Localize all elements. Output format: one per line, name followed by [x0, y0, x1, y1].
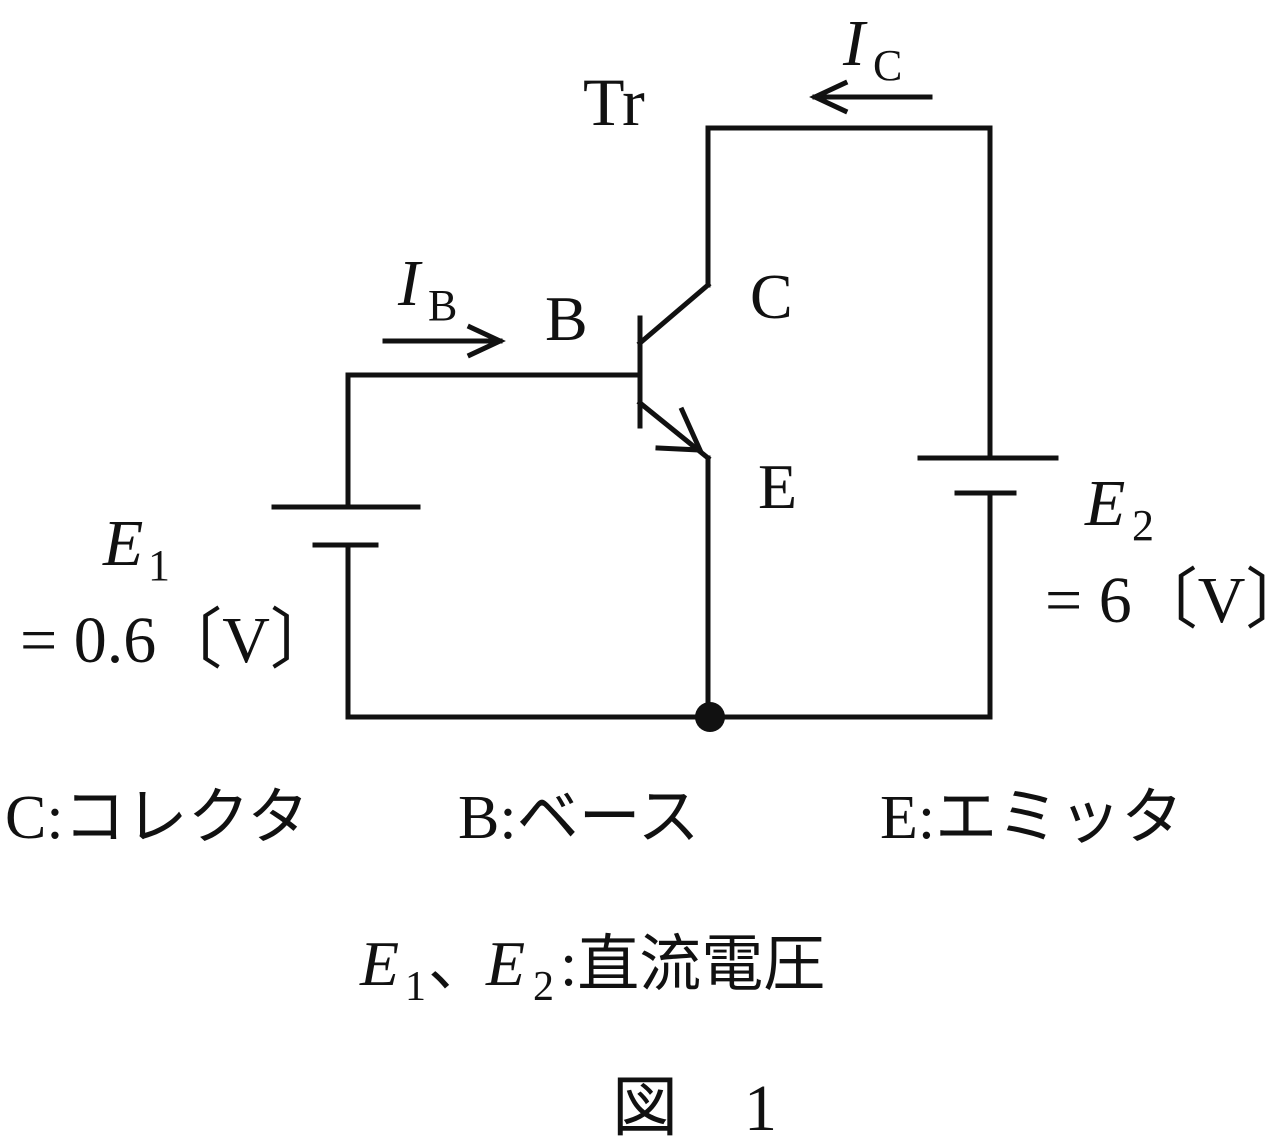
- base-current-arrow-icon: [382, 323, 506, 359]
- ic-subscript: C: [873, 41, 902, 90]
- battery-e2: [917, 455, 1059, 496]
- ic-symbol: I: [842, 7, 868, 80]
- base-label: B: [545, 283, 588, 354]
- e2-symbol: E: [1084, 467, 1125, 540]
- e2-subscript: 2: [1132, 501, 1154, 550]
- e1-subscript: 1: [148, 541, 170, 590]
- legend-dc-e2-sub: 2: [533, 964, 554, 1010]
- emitter-label: E: [758, 451, 797, 522]
- figure-caption: 図 1: [612, 1072, 777, 1145]
- legend-dc-e2: E: [485, 928, 525, 999]
- legend-emitter: E:エミッタ: [880, 784, 1183, 852]
- e1-value: = 0.6〔V〕: [20, 604, 336, 677]
- emitter-arrow-icon: [655, 406, 704, 453]
- collector-wire: [705, 125, 993, 461]
- ib-subscript: B: [428, 281, 457, 330]
- legend-dc-e1: E: [359, 928, 399, 999]
- e1-symbol: E: [102, 507, 143, 580]
- junction-dot: [695, 702, 725, 732]
- tr-label: Tr: [583, 64, 645, 140]
- legend-dc-e1-sub: 1: [405, 964, 426, 1010]
- legend-collector: C:コレクタ: [5, 784, 309, 852]
- legend-base: B:ベース: [458, 784, 699, 852]
- base-wire: [345, 372, 643, 510]
- e2-value: = 6〔V〕: [1045, 564, 1280, 637]
- collector-label: C: [750, 261, 793, 332]
- transistor-symbol: [636, 281, 712, 462]
- battery-e1: [271, 504, 421, 548]
- collector-current-arrow-icon: [809, 79, 933, 115]
- legend-dc-separator: 、: [428, 931, 490, 999]
- ib-symbol: I: [397, 247, 423, 320]
- wires: [345, 125, 993, 720]
- legend-dc-text: :直流電圧: [560, 931, 825, 999]
- collector-lead: [636, 281, 712, 347]
